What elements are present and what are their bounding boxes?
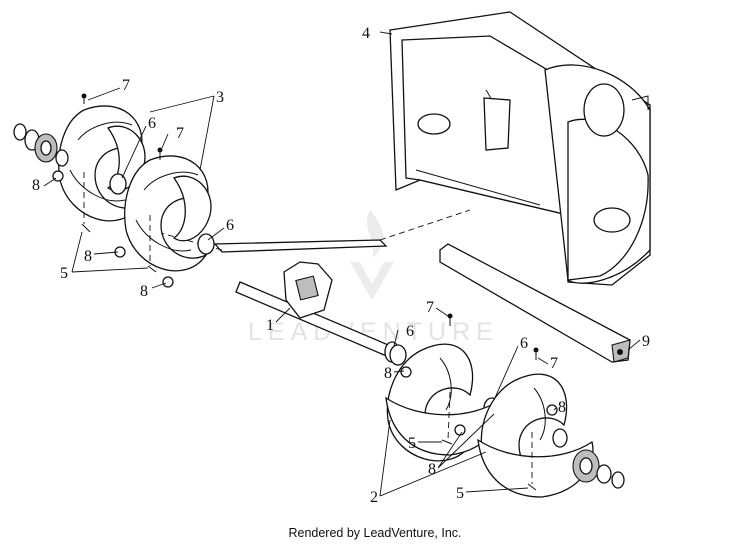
callout-3: 3 (216, 89, 224, 106)
callout-6: 6 (406, 323, 414, 340)
auger-right-outer (477, 373, 594, 498)
callout-6: 6 (148, 115, 156, 132)
pin-icon (441, 439, 453, 445)
callout-8: 8 (428, 461, 436, 478)
nut-icon (546, 404, 558, 416)
callout-8: 8 (140, 283, 148, 300)
callout-7: 7 (426, 299, 434, 316)
callout-5: 5 (60, 265, 68, 282)
pin-icon (147, 265, 157, 273)
pin-icon (527, 483, 537, 491)
fasteners (81, 93, 539, 491)
footer-credit: Rendered by LeadVenture, Inc. (288, 526, 462, 540)
pin-icon (81, 223, 91, 233)
bracket (439, 243, 631, 363)
watermark-logo-icon (366, 210, 384, 258)
bearing-hub-right (552, 428, 625, 489)
callout-8: 8 (384, 365, 392, 382)
leader-lines (43, 31, 641, 497)
callout-7: 7 (176, 125, 184, 142)
callout-2: 2 (370, 489, 378, 506)
bearing-hub-left (13, 123, 69, 167)
callout-4: 4 (362, 25, 370, 42)
callout-8: 8 (84, 248, 92, 265)
callout-7: 7 (122, 77, 130, 94)
callout-5: 5 (456, 485, 464, 502)
nut-icon (162, 276, 174, 288)
callout-6: 6 (520, 335, 528, 352)
callouts: 4 3 7 7 6 8 8 5 8 6 1 7 6 8 6 7 8 5 8 2 … (32, 25, 650, 506)
callout-8: 8 (32, 177, 40, 194)
callout-8: 8 (558, 399, 566, 416)
callout-1: 1 (266, 317, 274, 334)
watermark-v-icon (350, 262, 394, 300)
spacer-right-1 (389, 344, 407, 366)
nut-icon (400, 366, 412, 378)
callout-9: 9 (642, 333, 650, 350)
callout-5: 5 (408, 435, 416, 452)
auger-left-inner (124, 155, 212, 272)
nut-icon (454, 424, 466, 436)
spacer-left-1 (109, 173, 127, 195)
callout-7: 7 (550, 355, 558, 372)
callout-6: 6 (226, 217, 234, 234)
auger-housing (389, 11, 651, 286)
